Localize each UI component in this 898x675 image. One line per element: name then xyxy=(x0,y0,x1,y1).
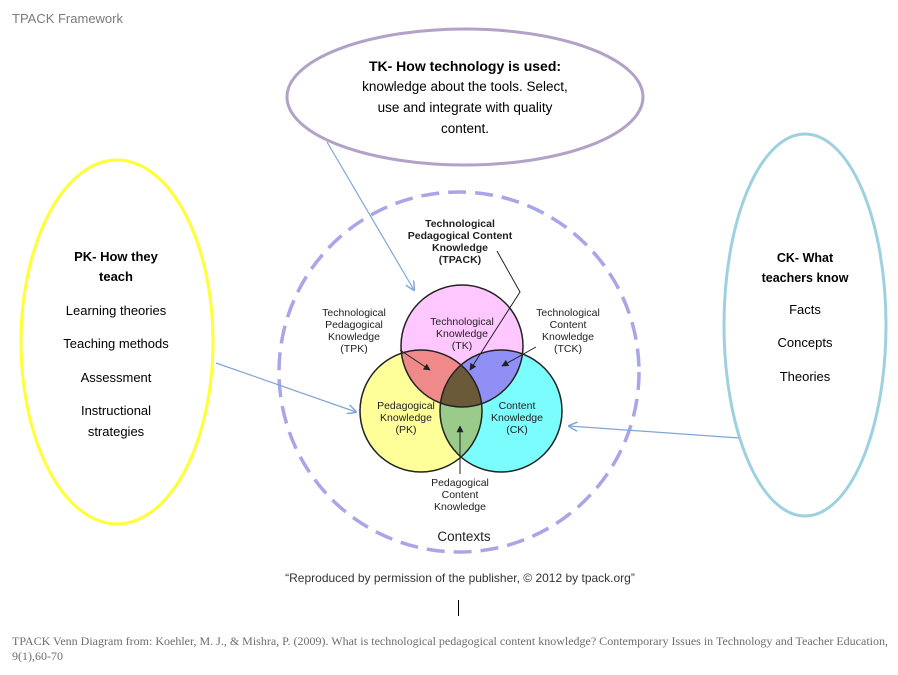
pk-item-strategies: strategies xyxy=(88,424,145,439)
tck-label-4: (TCK) xyxy=(554,343,582,355)
tck-pointer xyxy=(501,346,537,367)
document-title: TPACK Framework xyxy=(12,11,123,26)
pk-label-2: Knowledge xyxy=(380,412,432,424)
ck-item-facts: Facts xyxy=(789,302,821,317)
ck-item-concepts: Concepts xyxy=(778,335,833,350)
pk-item-teaching-methods: Teaching methods xyxy=(63,336,169,351)
pck-label-2: Content xyxy=(442,489,479,501)
tk-bubble-heading: TK- How technology is used: xyxy=(369,58,561,74)
tk-label-2: Knowledge xyxy=(436,328,488,340)
tpack-label-2: Pedagogical Content xyxy=(408,230,513,242)
tpack-label-3: Knowledge xyxy=(432,242,488,254)
pk-item-assessment: Assessment xyxy=(81,370,152,385)
ck-bubble-heading-1: CK- What xyxy=(777,251,834,265)
tk-label-3: (TK) xyxy=(452,340,472,352)
pk-connector-arrow xyxy=(215,362,356,412)
tpack-label-1: Technological xyxy=(425,218,495,230)
tpack-overlap xyxy=(440,350,482,407)
tk-connector-arrow xyxy=(326,141,414,290)
tck-label-2: Content xyxy=(550,319,587,331)
tk-bubble-line-1: knowledge about the tools. Select, xyxy=(362,79,568,94)
pck-label-3: Knowledge xyxy=(434,501,486,513)
pk-label-3: (PK) xyxy=(396,424,417,436)
tck-label-1: Technological xyxy=(536,307,600,319)
tk-bubble-line-3: content. xyxy=(441,121,489,136)
ck-connector-arrow xyxy=(569,426,740,439)
tck-label-3: Knowledge xyxy=(542,331,594,343)
contexts-ring xyxy=(277,190,641,554)
pk-item-learning-theories: Learning theories xyxy=(66,303,167,318)
ck-label-2: Knowledge xyxy=(491,412,543,424)
tpack-label-4: (TPACK) xyxy=(439,254,481,266)
tpack-pointer xyxy=(469,250,521,371)
permission-note: “Reproduced by permission of the publish… xyxy=(285,571,635,585)
tpk-label-1: Technological xyxy=(322,307,386,319)
ck-bubble-outline xyxy=(722,132,888,518)
citation-text: TPACK Venn Diagram from: Koehler, M. J.,… xyxy=(12,634,888,663)
pk-bubble-heading-2: teach xyxy=(99,269,133,284)
ck-label-3: (CK) xyxy=(506,424,528,436)
pk-item-instructional: Instructional xyxy=(81,403,151,418)
ck-bubble-heading-2: teachers know xyxy=(762,271,849,285)
tk-bubble-outline xyxy=(285,27,645,167)
ck-label-1: Content xyxy=(499,400,536,412)
tpk-label-3: Knowledge xyxy=(328,331,380,343)
contexts-label: Contexts xyxy=(437,529,491,544)
pk-label-1: Pedagogical xyxy=(377,400,435,412)
tpk-label-4: (TPK) xyxy=(340,343,367,355)
pk-bubble-outline xyxy=(19,158,215,526)
tk-label-1: Technological xyxy=(430,316,494,328)
ck-item-theories: Theories xyxy=(780,369,831,384)
pk-bubble-heading-1: PK- How they xyxy=(74,249,159,264)
tpk-label-2: Pedagogical xyxy=(325,319,383,331)
tpk-pointer xyxy=(399,349,431,371)
text-cursor xyxy=(458,600,459,616)
pck-label-1: Pedagogical xyxy=(431,477,489,489)
tk-bubble-line-2: use and integrate with quality xyxy=(378,100,553,115)
